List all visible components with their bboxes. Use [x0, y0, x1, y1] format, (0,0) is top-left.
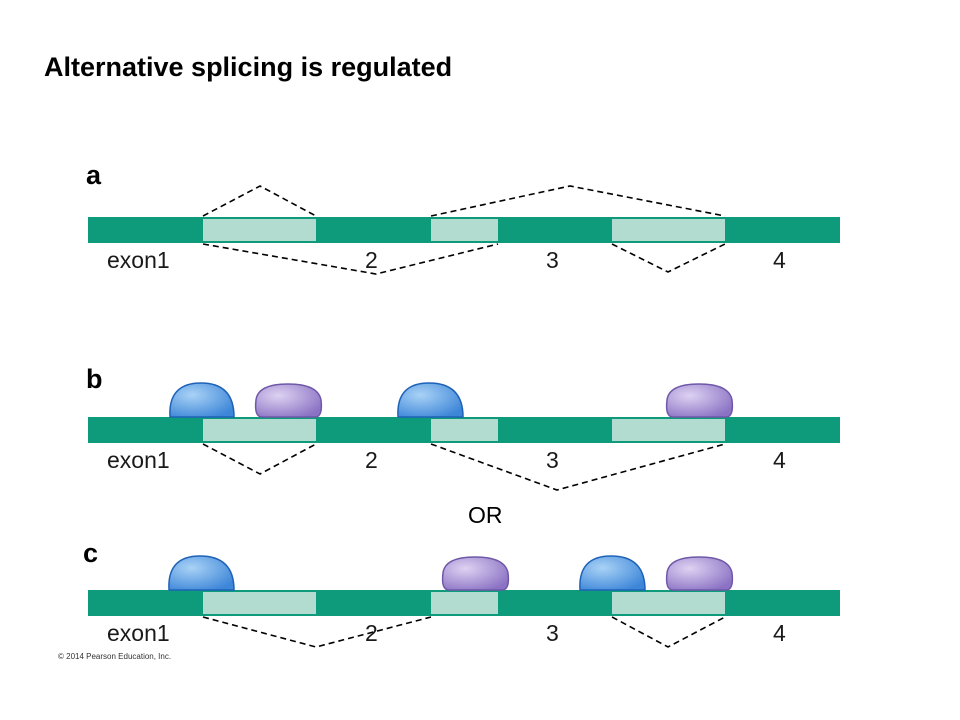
exon-label-4: 4: [773, 447, 786, 473]
or-label: OR: [468, 502, 503, 528]
splice-line: [430, 443, 726, 491]
panel-c-gene: [88, 590, 840, 616]
splice-line: [611, 616, 726, 648]
panel-label-c: c: [83, 538, 99, 568]
repressor-protein: [665, 556, 734, 591]
exon-label-3: 3: [546, 447, 559, 473]
activator-protein: [169, 382, 235, 418]
panel-a-splice-lines: [202, 185, 726, 275]
exon-label-2: 2: [365, 620, 378, 646]
repressor-protein: [254, 383, 323, 418]
activator-protein: [168, 555, 235, 591]
panel-label-b: b: [86, 364, 103, 394]
intron-2: [431, 592, 498, 614]
panel-c-proteins: [168, 555, 734, 591]
exon-label-1: exon1: [107, 620, 170, 646]
splice-line: [202, 443, 317, 475]
exon-label-2: 2: [365, 247, 378, 273]
panel-b-splice-lines: [202, 443, 726, 491]
intron-1: [203, 419, 316, 441]
intron-3: [612, 419, 725, 441]
copyright-notice: © 2014 Pearson Education, Inc.: [58, 652, 172, 661]
panel-b-proteins: [169, 382, 734, 418]
activator-protein: [579, 555, 646, 591]
exon-label-1: exon1: [107, 247, 170, 273]
splice-line: [202, 185, 317, 217]
exon-label-4: 4: [773, 620, 786, 646]
splice-line: [202, 616, 432, 648]
page-title: Alternative splicing is regulated: [44, 52, 453, 82]
panel-b-gene: [88, 417, 840, 443]
intron-3: [612, 592, 725, 614]
intron-1: [203, 219, 316, 241]
panel-label-a: a: [86, 160, 102, 190]
exon-label-4: 4: [773, 247, 786, 273]
exon-label-3: 3: [546, 247, 559, 273]
repressor-protein: [441, 556, 510, 591]
splice-line: [611, 243, 726, 273]
splice-line: [202, 243, 499, 275]
panel-c-splice-lines: [202, 616, 726, 648]
intron-2: [431, 419, 498, 441]
activator-protein: [397, 382, 464, 418]
panel-a-gene: [88, 217, 840, 243]
exon-label-1: exon1: [107, 447, 170, 473]
intron-2: [431, 219, 498, 241]
exon-label-3: 3: [546, 620, 559, 646]
repressor-protein: [665, 383, 734, 418]
intron-3: [612, 219, 725, 241]
exon-label-2: 2: [365, 447, 378, 473]
intron-1: [203, 592, 316, 614]
splice-line: [430, 185, 726, 217]
